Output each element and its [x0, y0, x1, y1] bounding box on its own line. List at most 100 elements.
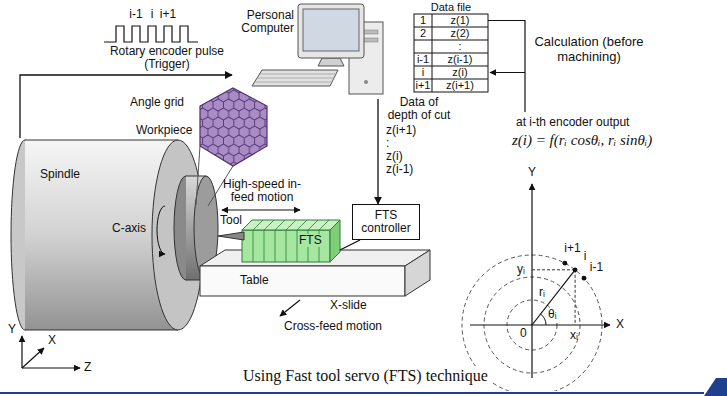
- axis-label: C-axis: [112, 222, 146, 235]
- point-label: i: [579, 250, 591, 263]
- table-cell: z(i+1): [432, 79, 488, 92]
- computer-icon: [298, 4, 364, 58]
- computer-icon: [318, 58, 344, 66]
- connector: [20, 75, 232, 138]
- data-item: z(i): [386, 150, 403, 163]
- polar-plot: [582, 276, 587, 281]
- connector: [377, 99, 378, 204]
- fts-unit: FTS: [238, 218, 340, 266]
- crossfeed-arrow: [280, 300, 300, 316]
- node-label: FTS controller: [357, 209, 415, 235]
- caption: Using Fast tool servo (FTS) technique: [240, 366, 491, 385]
- point-label: i+1: [562, 242, 583, 255]
- spindle-cylinder: [11, 140, 204, 330]
- polar-plot: [532, 270, 575, 325]
- table-cell: z(2): [432, 27, 488, 40]
- spindle: Spindle: [8, 138, 180, 332]
- coordinate-label: xᵢ: [570, 329, 578, 342]
- axis-label: Z: [84, 361, 91, 374]
- motion-label: Cross-feed motion: [284, 320, 382, 333]
- angle-grid-inset: [200, 88, 267, 166]
- axis-label: Y: [8, 323, 16, 336]
- footer-band: [704, 378, 727, 396]
- node-label: Data file: [414, 1, 488, 14]
- pulse-label: i+1: [158, 8, 178, 21]
- infeed-arrow: [222, 210, 300, 211]
- computer-icon: [255, 74, 336, 82]
- node-label: Spindle: [40, 168, 80, 181]
- computer-icon: [252, 70, 338, 86]
- table-cell: i+1: [414, 79, 432, 92]
- calculation-bracket: [488, 21, 525, 113]
- polar-plot: [532, 270, 575, 325]
- polar-plot: [541, 314, 546, 325]
- polar-plot: [573, 267, 578, 272]
- fts-stack: [242, 230, 330, 262]
- data-item: z(i-1): [386, 163, 413, 176]
- table-cell: z(i-1): [432, 53, 488, 66]
- fts-stack: [253, 220, 329, 230]
- table-cell: :: [432, 40, 488, 53]
- process-note: Calculation (before machining): [533, 34, 645, 64]
- point-label: i-1: [586, 261, 607, 274]
- part-label: X-slide: [330, 299, 367, 312]
- data-item: :: [386, 137, 389, 150]
- polar-plot: [531, 184, 532, 378]
- formula: z(i) = f(rᵢ cosθᵢ, rᵢ sinθᵢ): [512, 132, 652, 149]
- computer-icon: [303, 9, 359, 51]
- data-label: Data of depth of cut: [386, 96, 452, 122]
- signal-label: Rotary encoder pulse (Trigger): [102, 45, 232, 71]
- axis-triad: [21, 336, 22, 368]
- infeed-arrow: [222, 209, 300, 210]
- polar-plot: [470, 324, 610, 325]
- table-cell: i-1: [414, 53, 432, 66]
- axis-label: X: [48, 334, 56, 347]
- axis-label: X: [616, 318, 624, 331]
- axis-triad: [22, 367, 80, 368]
- pulse-label: i-1: [126, 8, 146, 21]
- data-table-grid: [414, 14, 488, 92]
- axis-triad: [22, 348, 44, 368]
- angle-label: θᵢ: [547, 308, 558, 321]
- connector: [340, 240, 360, 250]
- footer-band: [0, 392, 704, 394]
- formula-note: at i-th encoder output: [516, 116, 629, 129]
- angle-grid-inset: [196, 146, 200, 205]
- part-label: Table: [240, 274, 269, 287]
- part-label: Angle grid: [130, 96, 184, 109]
- node-label: FTS: [298, 234, 323, 247]
- part-label: Tool: [220, 214, 242, 227]
- pulse-label: i: [146, 8, 158, 21]
- table-cell: 1: [414, 14, 432, 27]
- crossfeed-arrow: [280, 300, 300, 316]
- axis-label: Y: [526, 166, 538, 179]
- tool-tip: [218, 232, 244, 240]
- polar-plot: [462, 184, 610, 391]
- controller-box: FTS controller: [352, 204, 420, 240]
- encoder-pulse: [104, 26, 198, 42]
- fts-stack: [330, 220, 340, 262]
- calculation-bracket: [490, 72, 525, 73]
- table-cell: z(1): [432, 14, 488, 27]
- data-table-grid: [414, 14, 488, 92]
- table-cell: 2: [414, 27, 432, 40]
- encoder-pulse: [104, 26, 198, 42]
- motion-label: High-speed in-feed motion: [220, 178, 304, 204]
- fts-stack: [242, 220, 340, 262]
- node-label: Personal Computer: [236, 9, 294, 35]
- coordinate-label: yᵢ: [517, 263, 525, 276]
- table-slab: [405, 250, 430, 296]
- data-table-grid: [414, 27, 488, 79]
- tool-tip: [218, 232, 244, 240]
- computer-icon: [364, 80, 368, 84]
- radius-label: rᵢ: [538, 286, 546, 299]
- part-label: Workpiece: [136, 124, 192, 137]
- fts-stack: [242, 220, 340, 230]
- table-slab: [200, 266, 405, 296]
- table-cell: z(i): [432, 66, 488, 79]
- origin-label: 0: [520, 327, 527, 340]
- personal-computer: Personal Computer: [232, 3, 384, 99]
- spindle-cylinder: [157, 206, 165, 254]
